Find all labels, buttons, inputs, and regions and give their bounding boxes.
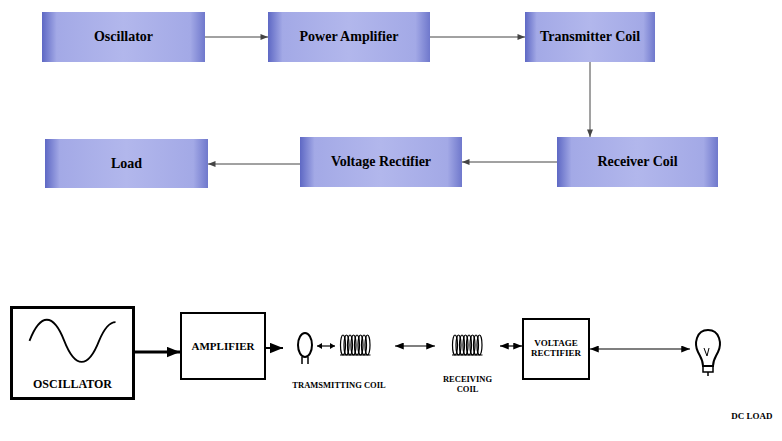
process-box: Power Amplifier — [268, 12, 430, 62]
arrow-connector — [208, 164, 300, 165]
coil-block: RECEIVING COIL — [435, 330, 500, 396]
node-label: TRAMSMITTING COIL — [283, 381, 395, 390]
process-box: Oscillator — [42, 12, 205, 62]
process-box: Transmitter Coil — [525, 12, 655, 62]
node-label: Voltage Rectifier — [308, 154, 454, 169]
node-label: Receiver Coil — [565, 154, 710, 169]
rectifier-block: VOLTAGE RECTIFIER — [522, 318, 590, 380]
arrow-connector — [590, 348, 690, 349]
arrow-connector — [590, 62, 591, 137]
arrow-connector — [430, 37, 525, 38]
bulb-symbol — [690, 326, 774, 424]
process-box: Voltage Rectifier — [300, 137, 462, 187]
node-label: Oscillator — [50, 29, 197, 44]
oscillator-block: OSCILLATOR — [10, 306, 135, 400]
arrow-connector — [205, 37, 268, 38]
node-label: RECEIVING COIL — [435, 375, 500, 394]
coil-block: TRAMSMITTING COIL — [283, 330, 395, 392]
node-label: Transmitter Coil — [533, 29, 647, 44]
process-box: Load — [45, 139, 208, 188]
arrow-connector — [395, 345, 435, 346]
process-box: Receiver Coil — [557, 137, 718, 187]
arrow-connector — [135, 351, 180, 354]
node-label: VOLTAGE RECTIFIER — [527, 339, 585, 359]
arrow-connector — [462, 162, 557, 163]
load-block: DC LOAD — [690, 326, 774, 424]
arrow-connector — [266, 347, 283, 349]
node-label: DC LOAD — [690, 412, 774, 422]
node-label: AMPLIFIER — [185, 340, 261, 352]
node-label: OSCILLATOR — [16, 378, 129, 391]
node-label: Load — [53, 156, 200, 171]
node-label: Power Amplifier — [276, 29, 422, 44]
amplifier-block: AMPLIFIER — [180, 312, 266, 380]
arrow-connector — [500, 345, 522, 346]
